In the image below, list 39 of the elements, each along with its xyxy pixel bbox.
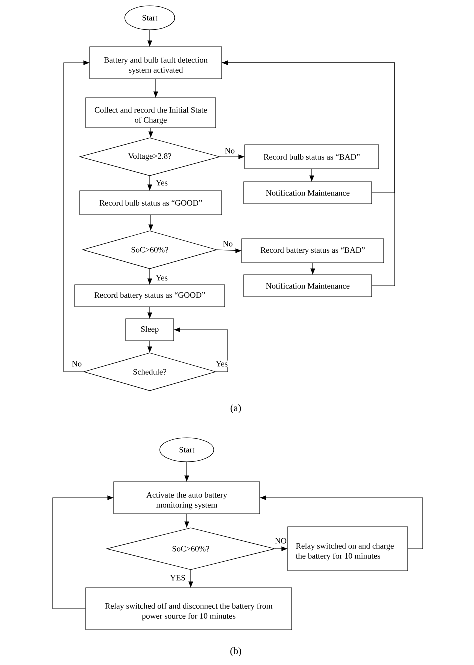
arrow: [148, 128, 154, 138]
arrow: [52, 496, 114, 610]
arrow: [148, 30, 152, 48]
process-box: Record bulb status as “BAD”: [244, 144, 380, 170]
process-box: Record battery status as “GOOD”: [74, 284, 226, 308]
process-box: Notification Maintenance: [244, 182, 372, 204]
arrow: [148, 307, 152, 319]
process-box: Relay switched off and disconnect the battery from power source for 10 minutes: [86, 588, 292, 630]
process-box: Sleep: [126, 318, 174, 342]
process-box: Record bulb status as “GOOD”: [80, 190, 222, 216]
process-box: Collect and record the Initial State of Charge: [86, 98, 216, 128]
arrow: [275, 546, 288, 552]
edge-label: YES: [170, 574, 186, 582]
start-terminal: Start: [160, 438, 214, 462]
arrow: [310, 263, 316, 275]
process-box: Relay switched on and charge the battery for 10 minutes: [288, 526, 408, 572]
start-terminal: Start: [124, 6, 176, 30]
process-box: Notification Maintenance: [244, 274, 372, 298]
arrow: [148, 269, 152, 285]
arrow: [148, 341, 152, 353]
arrow: [217, 248, 242, 254]
arrow: [184, 462, 190, 482]
arrow: [148, 215, 154, 231]
arrow: [148, 176, 152, 191]
arrow: [154, 79, 158, 98]
process-box: Record battery status as “BAD”: [242, 238, 384, 264]
process-box: Activate the auto battery monitoring system: [114, 482, 260, 514]
arrow: [222, 60, 396, 286]
edge-label: NO: [274, 538, 288, 544]
arrow: [220, 154, 245, 160]
arrow: [174, 328, 228, 372]
arrow: [260, 496, 424, 550]
subfigure-label: (b): [230, 647, 242, 657]
process-box: Battery and bulb fault detection system activated: [90, 46, 222, 80]
arrow: [184, 514, 190, 528]
arrow: [310, 169, 314, 182]
subfigure-label: (a): [230, 404, 242, 414]
arrow: [188, 570, 194, 588]
arrow: [64, 60, 90, 372]
